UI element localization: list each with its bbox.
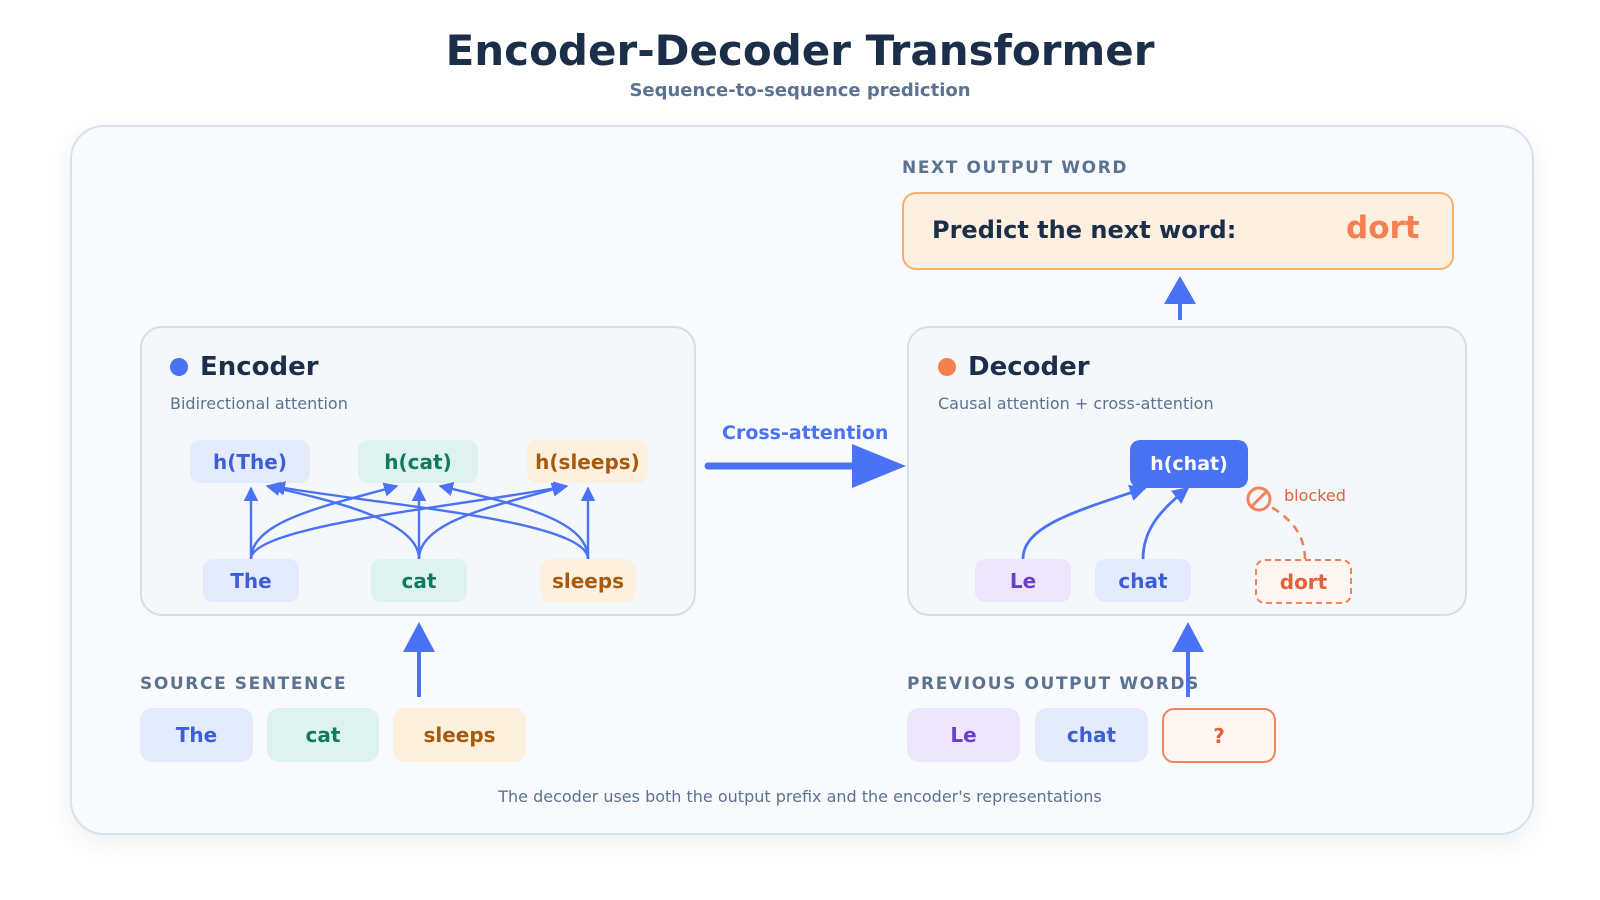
source-sentence-label: SOURCE SENTENCE <box>140 674 348 694</box>
encoder-subtitle: Bidirectional attention <box>170 394 348 413</box>
encoder-title: Encoder <box>200 352 319 382</box>
encoder-hidden-sleeps: h(sleeps) <box>527 440 648 483</box>
cross-attention-label: Cross-attention <box>722 422 889 444</box>
blocked-label: blocked <box>1284 486 1346 505</box>
previous-word-chat: chat <box>1035 708 1148 762</box>
decoder-subtitle: Causal attention + cross-attention <box>938 394 1214 413</box>
decoder-dot-icon <box>938 358 956 376</box>
footnote: The decoder uses both the output prefix … <box>498 787 1102 806</box>
predicted-word: dort <box>1346 210 1420 246</box>
encoder-hidden-the: h(The) <box>190 440 310 483</box>
previous-word-unknown: ? <box>1162 708 1276 763</box>
next-output-label: NEXT OUTPUT WORD <box>902 158 1129 178</box>
decoder-title: Decoder <box>968 352 1090 382</box>
decoder-token-chat: chat <box>1095 559 1191 602</box>
source-word-cat: cat <box>267 708 379 762</box>
encoder-token-sleeps: sleeps <box>540 559 636 602</box>
previous-word-le: Le <box>907 708 1020 762</box>
encoder-token-cat: cat <box>371 559 467 602</box>
encoder-hidden-cat: h(cat) <box>358 440 478 483</box>
page-title: Encoder-Decoder Transformer <box>445 26 1155 75</box>
decoder-hidden-chat: h(chat) <box>1130 440 1248 488</box>
prediction-prompt: Predict the next word: <box>932 216 1237 244</box>
decoder-token-dort-masked: dort <box>1255 559 1352 604</box>
prediction-box <box>902 192 1454 270</box>
encoder-token-the: The <box>203 559 299 602</box>
previous-output-label: PREVIOUS OUTPUT WORDS <box>907 674 1200 694</box>
page-subtitle: Sequence-to-sequence prediction <box>629 80 971 101</box>
decoder-token-le: Le <box>975 559 1071 602</box>
encoder-dot-icon <box>170 358 188 376</box>
source-word-the: The <box>140 708 253 762</box>
source-word-sleeps: sleeps <box>393 708 526 762</box>
